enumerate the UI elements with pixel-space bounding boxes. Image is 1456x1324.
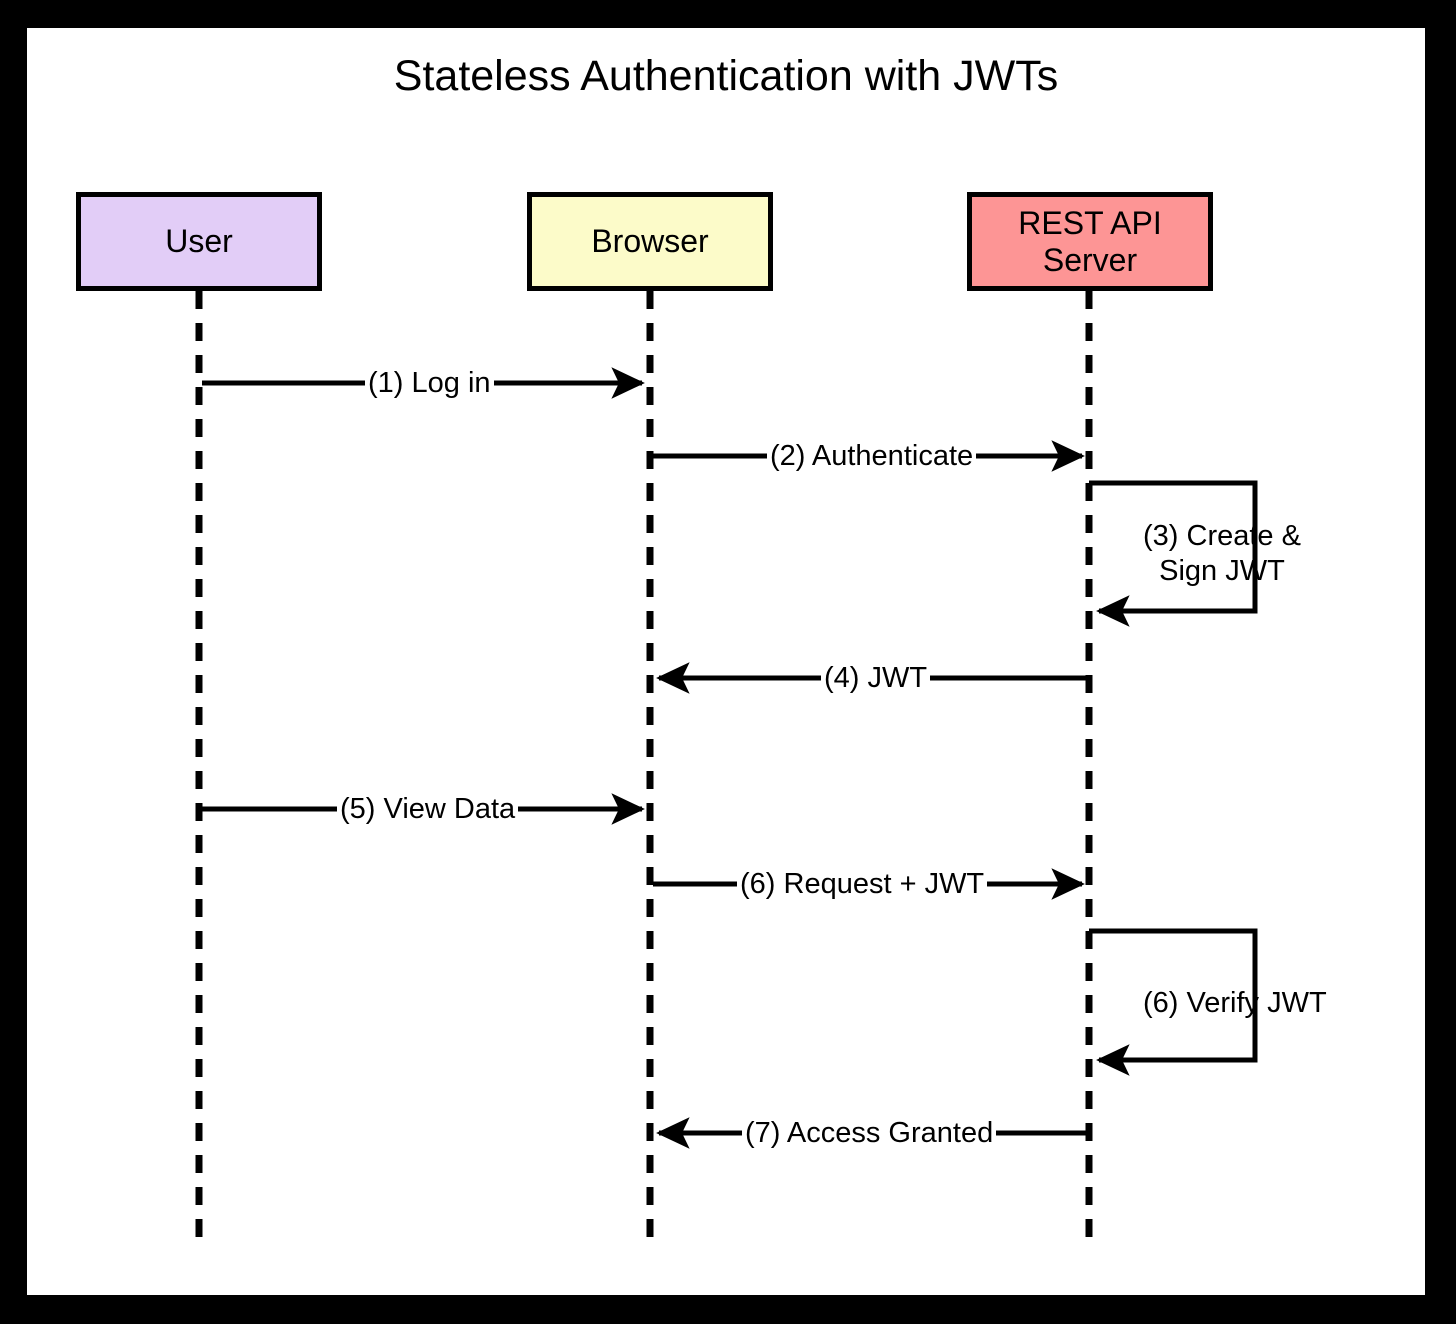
message-label-3: (3) Create & Sign JWT <box>1143 520 1301 587</box>
participant-box-server[interactable]: REST API Server <box>967 192 1213 291</box>
message-label-2: (2) Authenticate <box>767 439 977 473</box>
message-selfloop-3 <box>1089 480 1258 627</box>
message-label-4: (4) JWT <box>821 661 931 695</box>
participant-label-browser: Browser <box>591 223 709 259</box>
participant-label-user: User <box>165 223 233 259</box>
participant-box-browser[interactable]: Browser <box>527 192 773 291</box>
participant-box-user[interactable]: User <box>76 192 322 291</box>
message-label-1: (1) Log in <box>365 366 494 400</box>
message-label-6b: (6) Verify JWT <box>1143 987 1327 1019</box>
diagram-paper: Stateless Authentication with JWTs <box>27 28 1425 1295</box>
message-label-5: (5) View Data <box>337 792 519 826</box>
participant-label-server: REST API Server <box>1018 204 1162 278</box>
message-label-6: (6) Request + JWT <box>737 867 988 901</box>
diagram-title: Stateless Authentication with JWTs <box>393 52 1059 100</box>
message-label-7: (7) Access Granted <box>742 1116 997 1150</box>
message-selfloop-6b <box>1089 928 1258 1076</box>
